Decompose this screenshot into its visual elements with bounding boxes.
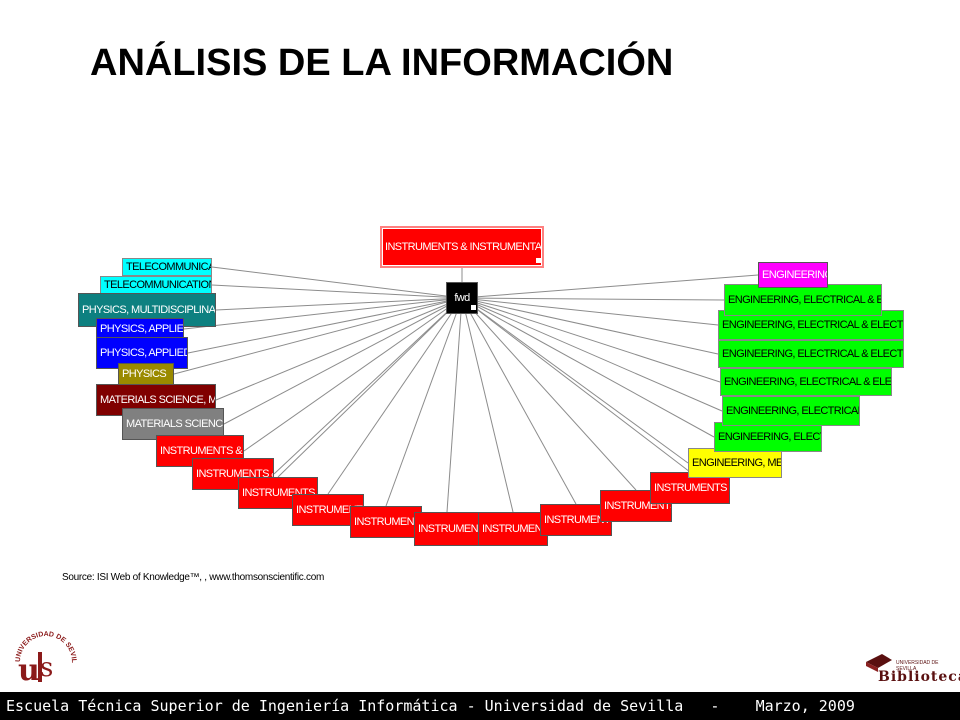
category-node[interactable]: ENGINEERING, MECHA — [688, 448, 782, 478]
footer-separator: - — [710, 697, 720, 715]
node-connector — [215, 297, 463, 401]
category-node[interactable]: TELECOMMUNICATIONS — [100, 276, 212, 294]
node-connector — [273, 297, 463, 475]
node-connector — [223, 297, 463, 425]
biblioteca-university-label: UNIVERSIDAD DE SEVILLA — [896, 660, 939, 672]
category-node[interactable]: PHYSICS — [118, 363, 174, 385]
node-label: PHYSICS, APPLIED — [100, 346, 188, 359]
footer-date: Marzo, 2009 — [755, 697, 855, 715]
node-label: ENGINEERING — [762, 268, 828, 281]
biblioteca-logo — [866, 654, 892, 672]
node-label: INSTRUMENTS & I — [242, 486, 317, 499]
category-node[interactable]: INSTRUMENTS — [350, 506, 422, 538]
node-label: INSTRUMENTS — [482, 522, 548, 535]
node-label: INSTRUMENTS & IN — [654, 481, 729, 494]
node-label: MATERIALS SCIENCE, C — [126, 417, 223, 430]
category-node[interactable]: INSTRUMENTS — [478, 512, 548, 546]
node-connector — [173, 297, 463, 375]
node-label: INSTRUMENTS — [296, 503, 364, 516]
node-connector — [461, 297, 721, 383]
node-connector — [461, 297, 725, 301]
category-network-diagram — [173, 266, 759, 513]
node-connector — [187, 297, 463, 354]
category-node[interactable]: TELECOMMUNICATIO — [122, 258, 212, 276]
node-connector — [461, 297, 637, 491]
category-node[interactable]: ENGINEERING — [758, 262, 828, 288]
node-connector — [211, 284, 463, 299]
category-node[interactable]: ENGINEERING, ELECTRICAL & ELECTRONI — [720, 368, 892, 396]
node-connector — [461, 297, 719, 355]
node-label: INSTRUMENTS & I — [604, 499, 672, 512]
node-label: ENGINEERING, MECHA — [692, 456, 782, 469]
node-connector — [461, 297, 689, 464]
category-node[interactable]: ENGINEERING, ELECTRICAL & ELECTR — [724, 284, 882, 316]
collapse-icon[interactable] — [471, 305, 476, 310]
node-connector — [461, 297, 723, 412]
node-label: MATERIALS SCIENCE, MULTI — [100, 393, 216, 406]
node-label: PHYSICS — [122, 367, 167, 380]
node-connector — [461, 297, 577, 505]
node-label: INSTRUMENTS & — [544, 513, 612, 526]
node-label: ENGINEERING, ELECTRICAL & ELECTRONIC — [722, 347, 903, 360]
node-connector — [183, 297, 463, 330]
source-citation: Source: ISI Web of Knowledge™, , www.tho… — [62, 572, 324, 583]
node-connector — [461, 297, 719, 326]
node-connector — [461, 274, 759, 299]
node-label: INSTRUMENTS & INS — [160, 444, 243, 457]
node-connector — [461, 297, 691, 473]
node-label: ENGINEERING, ELECTRICA — [718, 430, 821, 443]
node-connector — [461, 297, 715, 438]
node-label: ENGINEERING, ELECTRICAL & ELECTRONIC — [722, 318, 903, 331]
node-label: ENGINEERING, ELECTRICAL & ELECTRONI — [724, 375, 892, 388]
node-connector — [327, 297, 463, 495]
hub-node[interactable]: fwd — [446, 282, 478, 314]
svg-text:u: u — [18, 653, 40, 688]
node-label: PHYSICS, MULTIDISCIPLINARY — [82, 303, 216, 316]
node-label: ENGINEERING, ELECTRICAL & EL — [726, 404, 860, 417]
node-label: INSTRUMENTS & IN — [196, 467, 273, 480]
node-label: INSTRUMENTS — [354, 515, 422, 528]
node-connector — [277, 297, 463, 478]
root-node[interactable]: INSTRUMENTS & INSTRUMENTATION — [380, 226, 544, 268]
node-connector — [461, 297, 514, 513]
category-node[interactable]: ENGINEERING, ELECTRICA — [714, 422, 822, 452]
node-label: TELECOMMUNICATIO — [126, 260, 211, 273]
node-connector — [446, 297, 463, 513]
node-label: INSTRUMENTS — [418, 522, 479, 535]
svg-text:s: s — [40, 653, 53, 683]
node-connector — [385, 297, 463, 507]
node-connector — [243, 297, 463, 452]
node-label: ENGINEERING, ELECTRICAL & ELECTR — [728, 293, 881, 306]
category-node[interactable]: ENGINEERING, ELECTRICAL & EL — [722, 396, 860, 426]
biblioteca-label: Biblioteca — [878, 669, 960, 685]
node-connector — [215, 297, 463, 311]
category-node[interactable]: ENGINEERING, ELECTRICAL & ELECTRONIC — [718, 340, 904, 368]
category-node[interactable]: INSTRUMENTS — [414, 512, 480, 546]
node-label: fwd — [454, 291, 470, 304]
node-label: INSTRUMENTS & INSTRUMENTATION — [385, 240, 542, 253]
collapse-icon[interactable] — [536, 258, 541, 263]
node-connector — [211, 266, 463, 299]
footer-institution: Escuela Técnica Superior de Ingeniería I… — [6, 697, 684, 715]
node-label: TELECOMMUNICATIONS — [104, 278, 212, 291]
node-label: PHYSICS, APPLIED — [100, 322, 184, 335]
footer-bar: Escuela Técnica Superior de Ingeniería I… — [0, 692, 960, 720]
universidad-de-sevilla-logo: UNIVERSIDAD DE SEVILLA u s — [10, 622, 77, 688]
slide-title: ANÁLISIS DE LA INFORMACIÓN — [90, 42, 674, 84]
